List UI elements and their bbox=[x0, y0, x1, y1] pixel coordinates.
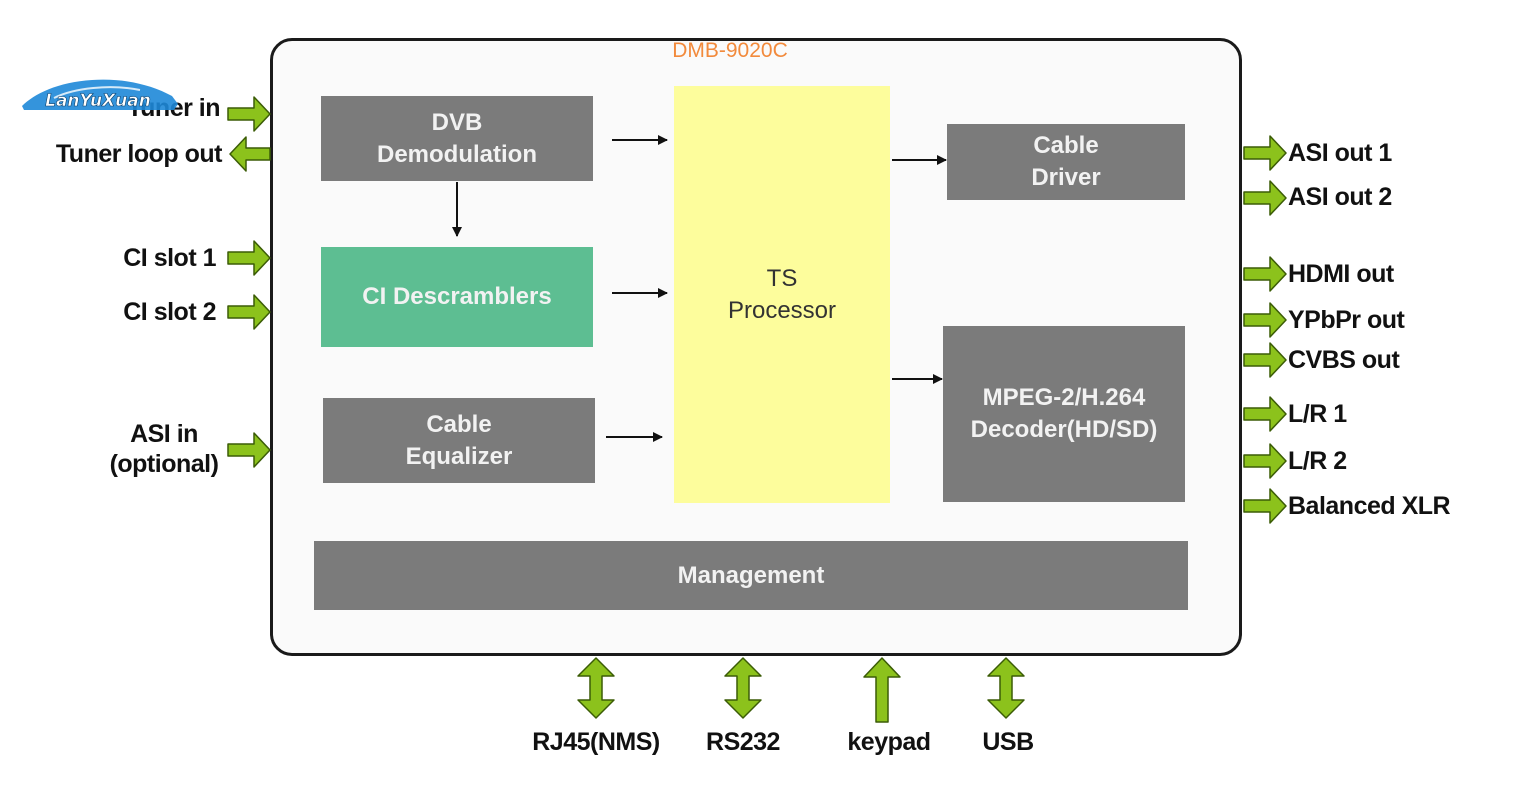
tuner-loop-out-label: Tuner loop out bbox=[55, 140, 223, 168]
keypad-arrow bbox=[863, 657, 901, 723]
ci-slot-2-label: CI slot 2 bbox=[123, 298, 216, 326]
tuner-loop-out-arrow bbox=[229, 136, 271, 172]
asi-out-1-label: ASI out 1 bbox=[1288, 139, 1392, 167]
ypbpr-out-label: YPbPr out bbox=[1288, 306, 1405, 334]
tuner-in-arrow bbox=[227, 96, 271, 132]
watermark-logo: LanYuXuan bbox=[14, 72, 184, 120]
asi-out-2-arrow bbox=[1243, 180, 1287, 216]
lr-2-arrow bbox=[1243, 443, 1287, 479]
decoder-block: MPEG-2/H.264 Decoder(HD/SD) bbox=[943, 326, 1185, 502]
asi-in-arrow bbox=[227, 432, 271, 468]
cable-driver-block: Cable Driver bbox=[947, 124, 1185, 200]
rj45-label: RJ45(NMS) bbox=[532, 728, 660, 756]
balanced-xlr-label: Balanced XLR bbox=[1288, 492, 1451, 520]
dvb-demodulation-block: DVB Demodulation bbox=[321, 96, 593, 181]
car-logo-icon: LanYuXuan bbox=[22, 79, 178, 111]
cvbs-out-arrow bbox=[1243, 342, 1287, 378]
cable-equalizer-block: Cable Equalizer bbox=[323, 398, 595, 483]
lr-1-arrow bbox=[1243, 396, 1287, 432]
cvbs-out-label: CVBS out bbox=[1288, 346, 1400, 374]
ci-slot-1-arrow bbox=[227, 240, 271, 276]
hdmi-out-label: HDMI out bbox=[1288, 260, 1394, 288]
management-block: Management bbox=[314, 541, 1188, 610]
ts-processor-block: TS Processor bbox=[674, 86, 890, 503]
hdmi-out-arrow bbox=[1243, 256, 1287, 292]
asi-out-2-label: ASI out 2 bbox=[1288, 183, 1392, 211]
asi-in-label: ASI in (optional) bbox=[109, 420, 219, 478]
ci-slot-2-arrow bbox=[227, 294, 271, 330]
ypbpr-out-arrow bbox=[1243, 302, 1287, 338]
rs232-label: RS232 bbox=[706, 728, 780, 756]
rs232-arrow bbox=[724, 657, 762, 719]
usb-arrow bbox=[987, 657, 1025, 719]
lr-2-label: L/R 2 bbox=[1288, 447, 1347, 475]
asi-out-1-arrow bbox=[1243, 135, 1287, 171]
usb-label: USB bbox=[982, 728, 1034, 756]
ci-descramblers-block: CI Descramblers bbox=[321, 247, 593, 347]
keypad-label: keypad bbox=[847, 728, 931, 756]
internal-arrows bbox=[452, 135, 947, 442]
ci-slot-1-label: CI slot 1 bbox=[123, 244, 216, 272]
watermark-text: LanYuXuan bbox=[45, 91, 151, 111]
lr-1-label: L/R 1 bbox=[1288, 400, 1347, 428]
rj45-arrow bbox=[577, 657, 615, 719]
device-title: DMB-9020C bbox=[672, 39, 788, 62]
balanced-xlr-arrow bbox=[1243, 488, 1287, 524]
